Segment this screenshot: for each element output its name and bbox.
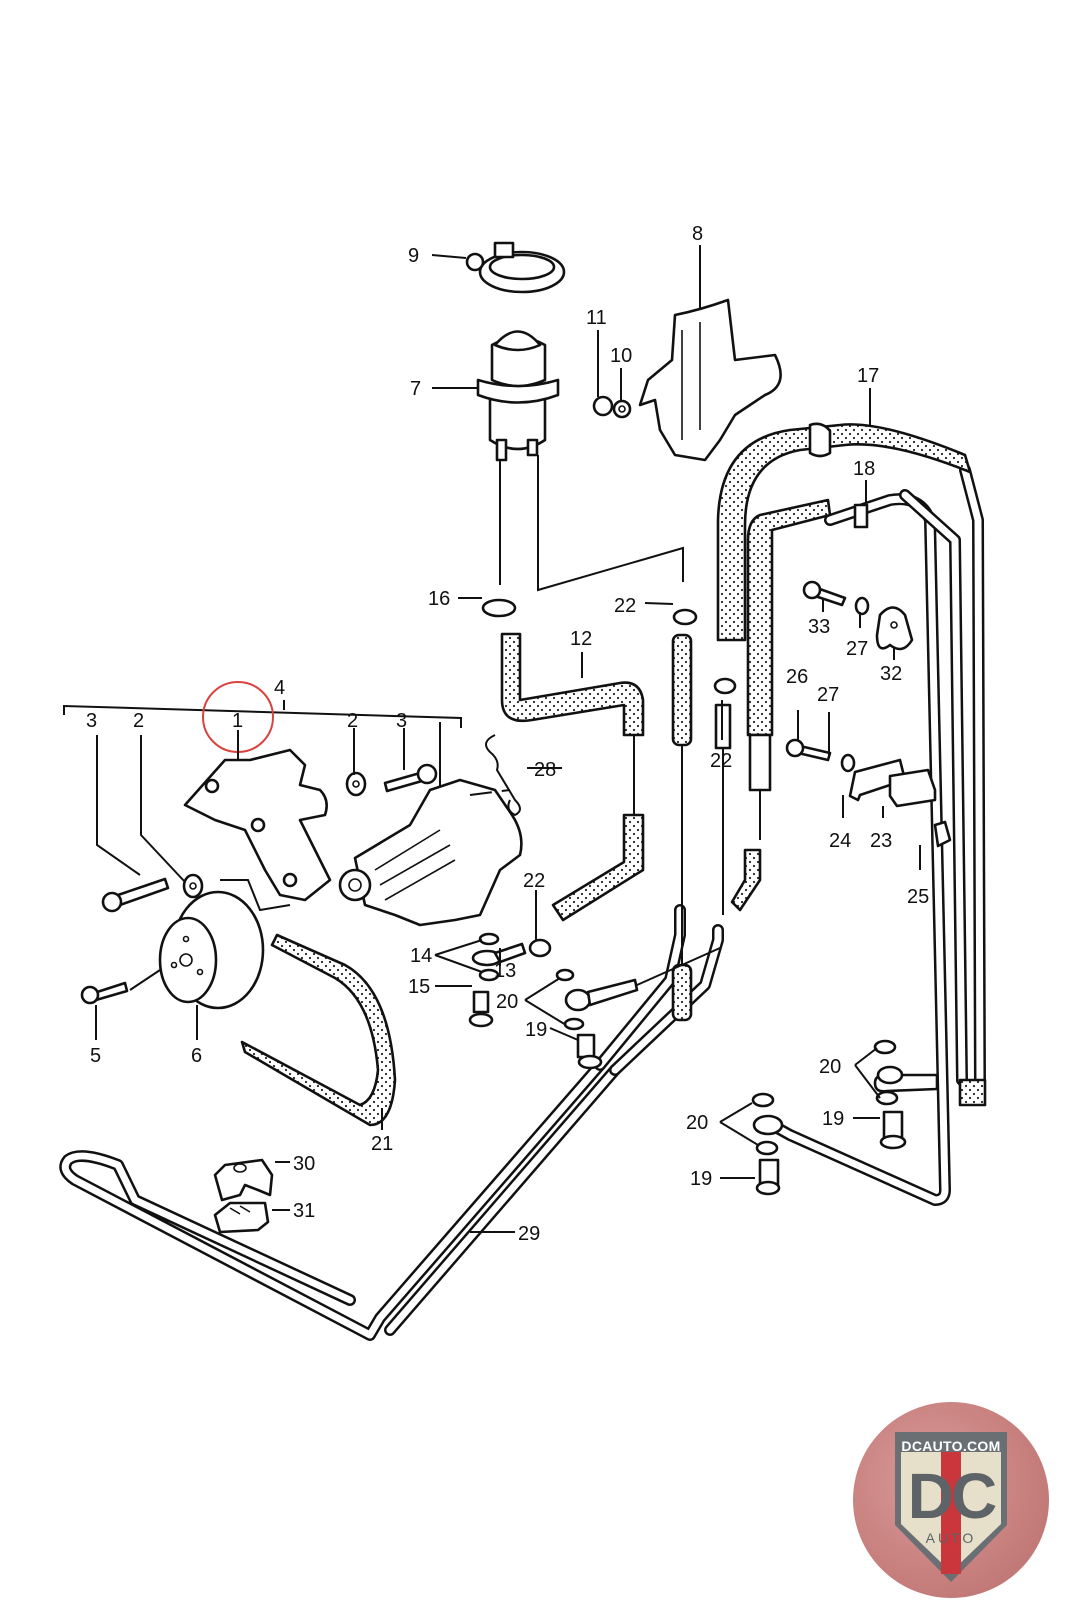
callout-12: 12: [570, 628, 592, 650]
sealing-rings-20-lower: [751, 1092, 779, 1156]
callout-28: 28: [534, 759, 556, 781]
dcauto-logo-badge: DCAUTO.COM DC AUTO: [853, 1402, 1049, 1598]
callout-2-left: 2: [133, 710, 144, 732]
callout-1: 1: [232, 710, 243, 732]
callout-30: 30: [293, 1153, 315, 1175]
banjo-bolt-15: [468, 990, 494, 1028]
clamp-cover-30: [213, 1158, 274, 1202]
washer-2-right: [345, 771, 367, 797]
logo-dc-text: DC: [907, 1460, 997, 1532]
spring-28: [485, 734, 521, 817]
callout-7: 7: [410, 378, 421, 400]
bolt-5: [80, 969, 161, 1005]
callout-20-lower: 20: [686, 1112, 708, 1134]
bolt-26: [785, 738, 832, 762]
pressure-hose-17: [716, 388, 987, 1107]
rubber-clamp-32: [875, 606, 914, 651]
callout-20-right: 20: [819, 1056, 841, 1078]
hose-clamp-22-pump: [528, 938, 552, 958]
holder-8: [638, 298, 782, 462]
callout-19-middle: 19: [525, 1019, 547, 1041]
hose-clamp-16: [481, 598, 517, 618]
pump-bracket-1: [183, 748, 332, 912]
banjo-line-lower: [752, 1114, 784, 1136]
bolt-3-right: [383, 763, 438, 793]
line-clamp-23: [888, 768, 937, 808]
washer-2-left: [182, 873, 204, 899]
leader-lines: [95, 245, 921, 1233]
power-steering-pump: [338, 778, 523, 927]
callout-6: 6: [191, 1045, 202, 1067]
clamp-insert-31: [213, 1201, 270, 1234]
callout-18: 18: [853, 458, 875, 480]
reservoir-7: [476, 330, 684, 592]
clip-nut-25: [933, 820, 952, 848]
pulley-6: [158, 890, 265, 1010]
hose-clamp-22-right: [713, 677, 737, 915]
callout-19-lower: 19: [690, 1168, 712, 1190]
callout-11: 11: [586, 307, 607, 329]
callout-16: 16: [428, 588, 450, 610]
callout-24: 24: [829, 830, 851, 852]
callout-25: 25: [907, 886, 929, 908]
banjo-bolt-19-lower: [755, 1158, 781, 1196]
callout-27-bottom: 27: [817, 684, 839, 706]
callout-8: 8: [692, 223, 703, 245]
cooling-line-29: [59, 904, 724, 1341]
callout-27-top: 27: [846, 638, 868, 660]
callout-9: 9: [408, 245, 419, 267]
callout-5: 5: [90, 1045, 101, 1067]
drive-belt-21: [240, 933, 397, 1127]
callout-4: 4: [274, 677, 285, 699]
callout-21: 21: [371, 1133, 393, 1155]
sealing-rings-20-right: [873, 1039, 899, 1106]
suction-hose-12: [500, 632, 645, 922]
banjo-fitting-13: [471, 942, 527, 967]
washer-10: [612, 399, 632, 419]
clamp-band-9: [465, 241, 566, 294]
callout-22-right: 22: [710, 750, 732, 772]
callout-26: 26: [786, 666, 808, 688]
callout-31: 31: [293, 1200, 315, 1222]
bracket-24: [848, 758, 907, 802]
callout-2-right: 2: [347, 710, 358, 732]
logo-red-stripe: [941, 1452, 961, 1574]
bolt-33: [802, 580, 847, 607]
logo-auto-text: AUTO: [925, 1530, 977, 1546]
callout-3-left: 3: [86, 710, 97, 732]
callout-23: 23: [870, 830, 892, 852]
callout-22-top: 22: [614, 595, 636, 617]
callout-3-right: 3: [396, 710, 407, 732]
logo-url-text: DCAUTO.COM: [901, 1438, 1001, 1454]
callout-14: 14: [410, 945, 432, 967]
callout-10: 10: [610, 345, 632, 367]
washer-27-bottom: [840, 753, 856, 773]
callout-17: 17: [857, 365, 879, 387]
callout-15: 15: [408, 976, 430, 998]
callout-32: 32: [880, 663, 902, 685]
callout-33: 33: [808, 616, 830, 638]
banjo-bolt-19-right: [879, 1110, 907, 1150]
washer-27-top: [854, 596, 870, 616]
banjo-bolt-19-middle: [576, 1033, 603, 1070]
callout-29: 29: [518, 1223, 540, 1245]
sealing-rings-14: [478, 932, 500, 982]
nut-11: [592, 395, 614, 417]
callout-13: 13: [494, 960, 516, 982]
short-hose: [671, 633, 693, 1022]
return-line-18: [766, 464, 986, 1206]
callout-20-middle: 20: [496, 991, 518, 1013]
banjo-line-middle: [564, 947, 721, 1012]
hose-clamp-22-top: [672, 608, 698, 626]
callout-19-right: 19: [822, 1108, 844, 1130]
banjo-line-right: [876, 1065, 904, 1085]
callout-labels: 9 8 11 10 7 17 18 16 22 12 33 27 32 4 26…: [86, 223, 929, 1245]
callout-22-pump: 22: [523, 870, 545, 892]
bolt-3-left: [101, 877, 170, 913]
